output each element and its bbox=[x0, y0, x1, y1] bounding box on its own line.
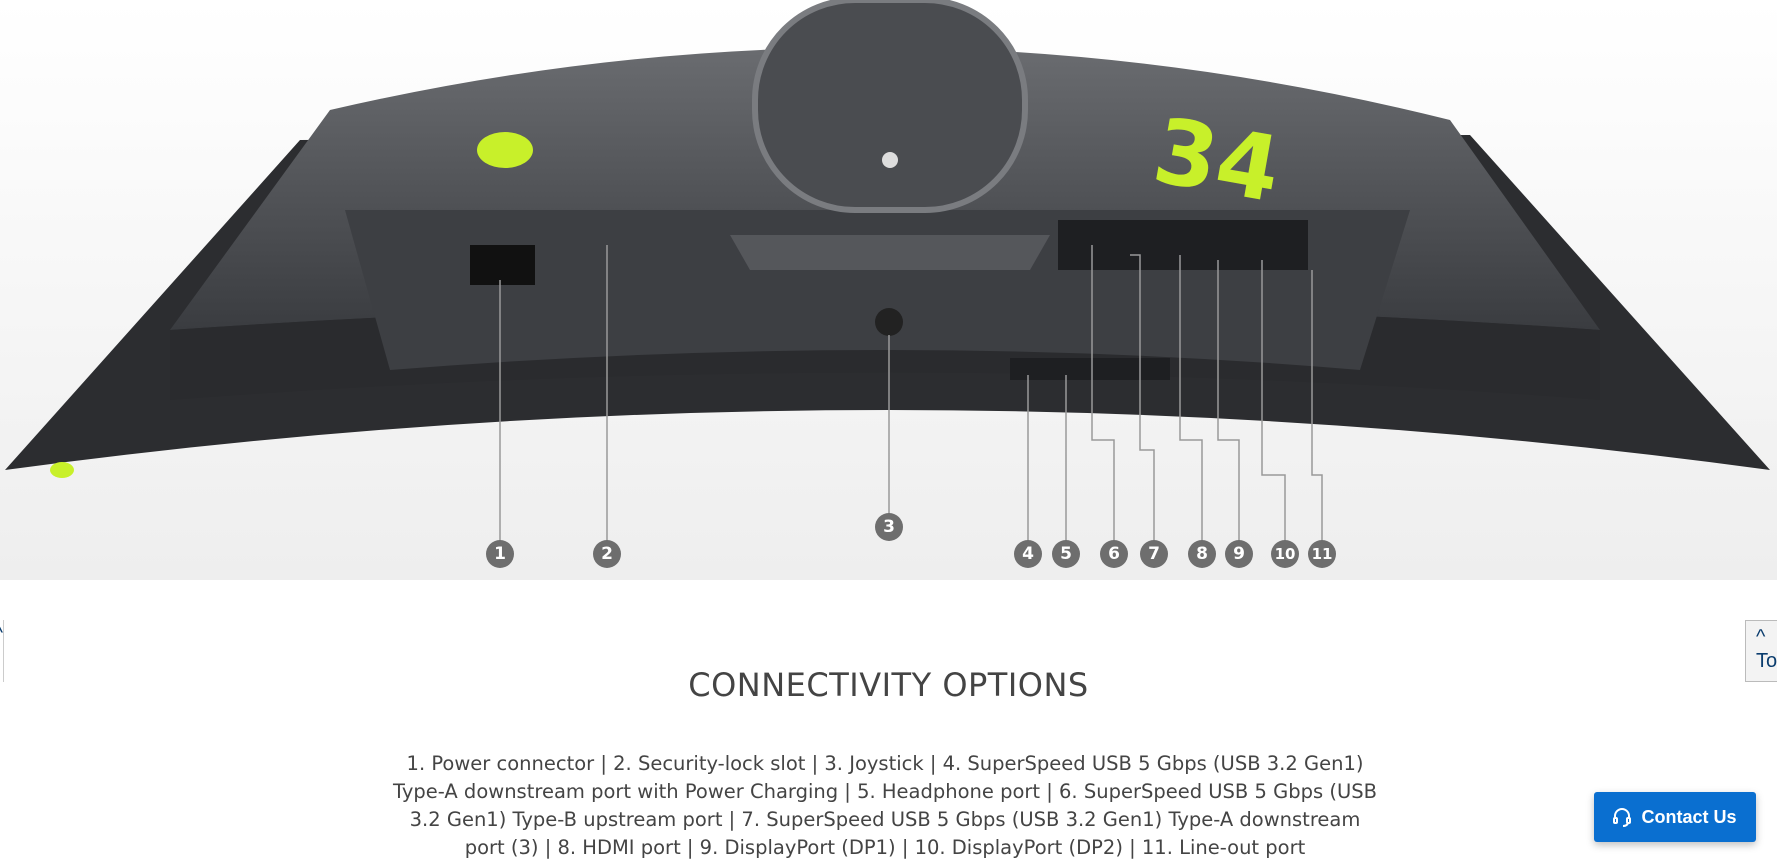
callout-6: 6 bbox=[1100, 540, 1128, 568]
callout-4: 4 bbox=[1014, 540, 1042, 568]
left-edge-widget[interactable]: ^ bbox=[0, 620, 4, 682]
monitor-ports-image: 34 bbox=[0, 0, 1777, 580]
back-to-top-label: To bbox=[1756, 650, 1777, 672]
contact-us-label: Contact Us bbox=[1641, 806, 1737, 827]
callout-5: 5 bbox=[1052, 540, 1080, 568]
back-to-top-button[interactable]: ^ To bbox=[1745, 620, 1777, 682]
callout-2: 2 bbox=[593, 540, 621, 568]
callout-8: 8 bbox=[1188, 540, 1216, 568]
headset-icon bbox=[1613, 808, 1632, 827]
monitor-logo: 34 bbox=[1146, 98, 1288, 223]
callout-10: 10 bbox=[1271, 540, 1299, 568]
chevron-up-icon: ^ bbox=[1756, 626, 1766, 648]
callout-9: 9 bbox=[1225, 540, 1253, 568]
callout-1: 1 bbox=[486, 540, 514, 568]
callout-11: 11 bbox=[1308, 540, 1336, 568]
callout-7: 7 bbox=[1140, 540, 1168, 568]
contact-us-button[interactable]: Contact Us bbox=[1594, 792, 1756, 842]
section-title: CONNECTIVITY OPTIONS bbox=[688, 666, 1089, 704]
connectivity-description: 1. Power connector | 2. Security-lock sl… bbox=[393, 752, 1377, 859]
callout-3: 3 bbox=[875, 513, 903, 541]
